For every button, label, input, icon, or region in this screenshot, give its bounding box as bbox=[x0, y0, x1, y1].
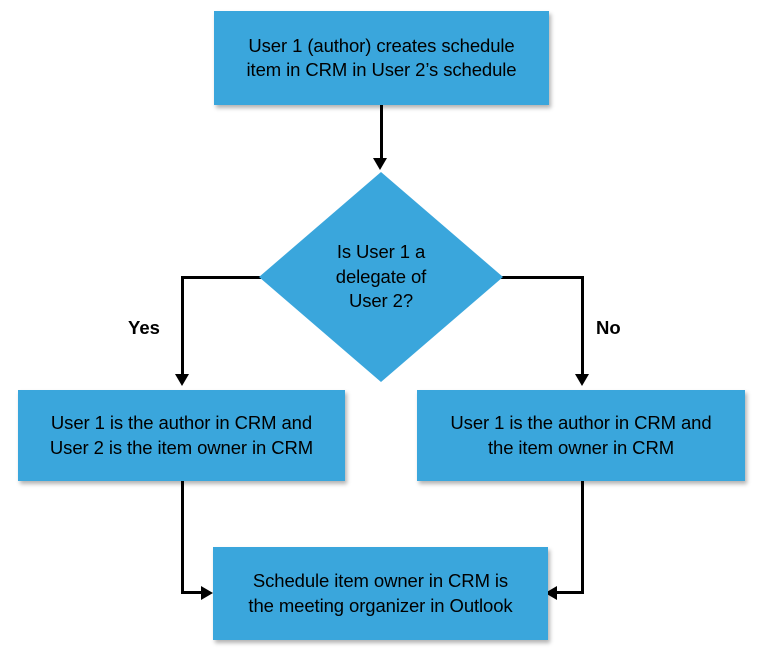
edge-label-yes: Yes bbox=[128, 317, 160, 338]
connector-yes-to-end-vertical bbox=[181, 481, 184, 593]
arrowhead-decision-to-no-icon bbox=[575, 374, 589, 386]
connector-decision-to-yes-vertical bbox=[181, 276, 184, 374]
flow-node-end[interactable]: Schedule item owner in CRM is the meetin… bbox=[213, 547, 548, 640]
connector-decision-to-yes-horizontal bbox=[181, 276, 261, 279]
flow-node-start-label: User 1 (author) creates schedule item in… bbox=[246, 34, 517, 80]
flow-node-yes-outcome-label: User 1 is the author in CRM and User 2 i… bbox=[49, 412, 314, 458]
flow-node-end-label: Schedule item owner in CRM is the meetin… bbox=[248, 570, 513, 616]
flow-node-decision[interactable]: Is User 1 a delegate of User 2? bbox=[259, 172, 503, 382]
arrowhead-no-to-end-icon bbox=[545, 586, 557, 600]
connector-decision-to-no-vertical bbox=[581, 276, 584, 374]
arrowhead-yes-to-end-icon bbox=[201, 586, 213, 600]
connector-decision-to-no-horizontal bbox=[501, 276, 584, 279]
arrowhead-decision-to-yes-icon bbox=[175, 374, 189, 386]
flow-node-start[interactable]: User 1 (author) creates schedule item in… bbox=[214, 11, 549, 105]
flow-node-yes-outcome[interactable]: User 1 is the author in CRM and User 2 i… bbox=[18, 390, 345, 481]
connector-no-to-end-horizontal bbox=[557, 591, 584, 594]
arrowhead-start-to-decision-icon bbox=[373, 158, 387, 170]
connector-yes-to-end-horizontal bbox=[181, 591, 205, 594]
flow-node-no-outcome-label: User 1 is the author in CRM and the item… bbox=[450, 412, 712, 458]
flow-node-no-outcome[interactable]: User 1 is the author in CRM and the item… bbox=[417, 390, 745, 481]
edge-label-no: No bbox=[596, 317, 621, 338]
connector-start-to-decision bbox=[380, 105, 383, 160]
flow-node-decision-label: Is User 1 a delegate of User 2? bbox=[335, 240, 427, 312]
connector-no-to-end-vertical bbox=[581, 481, 584, 593]
